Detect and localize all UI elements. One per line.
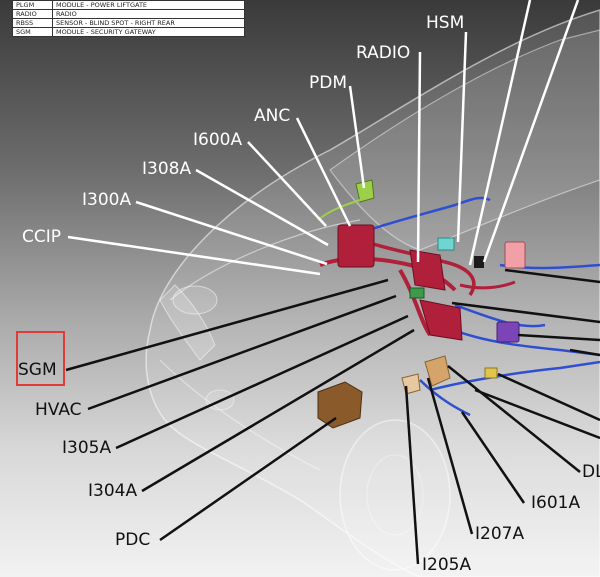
leader-i601a xyxy=(460,411,526,504)
leader-right-2 xyxy=(451,301,600,324)
leader-right-4 xyxy=(569,348,600,357)
label-dl[interactable]: DL xyxy=(582,462,600,482)
leader-lines-upper xyxy=(67,0,580,276)
car-hood-line xyxy=(169,219,361,301)
label-i304a[interactable]: I304A xyxy=(88,481,138,501)
anc-module-body xyxy=(337,224,375,268)
leader-pdc xyxy=(159,416,337,542)
leader-i304a xyxy=(141,328,415,493)
leader-i600a xyxy=(247,141,327,227)
leader-right-1 xyxy=(504,268,600,284)
legend-desc: SENSOR - BLIND SPOT - RIGHT REAR xyxy=(52,18,245,28)
label-i600a[interactable]: I600A xyxy=(193,130,243,150)
headlamp xyxy=(172,285,218,315)
front-wheel-hub xyxy=(366,454,424,536)
red-harness-down xyxy=(398,268,432,337)
legend-row: SGM MODULE - SECURITY GATEWAY xyxy=(12,27,245,37)
pdm-connector xyxy=(355,179,375,203)
label-i308a[interactable]: I308A xyxy=(142,159,192,179)
legend-code: SGM xyxy=(12,27,53,37)
center-console-module xyxy=(419,299,463,341)
legend-row: PLGM MODULE - POWER LIFTGATE xyxy=(12,0,245,10)
legend-row: RBSS SENSOR - BLIND SPOT - RIGHT REAR xyxy=(12,18,245,28)
leader-right-6 xyxy=(474,388,600,440)
label-i601a[interactable]: I601A xyxy=(531,493,581,513)
leader-i305a xyxy=(115,314,409,450)
label-pdc[interactable]: PDC xyxy=(115,530,151,550)
front-wheel xyxy=(339,419,451,571)
legend-desc: RADIO xyxy=(52,9,245,19)
right-module-pink xyxy=(504,241,526,269)
leader-lines-lower xyxy=(65,268,600,565)
red-harness-right xyxy=(459,280,516,290)
leader-i308a xyxy=(195,168,329,247)
radio-module-body xyxy=(409,249,446,291)
leader-hvac xyxy=(87,294,397,411)
legend-code: PLGM xyxy=(12,0,53,10)
label-i205a[interactable]: I205A xyxy=(422,555,472,575)
label-ccip[interactable]: CCIP xyxy=(22,227,62,247)
leader-i205a xyxy=(404,385,420,565)
label-anc[interactable]: ANC xyxy=(254,106,291,126)
leader-i207a xyxy=(426,377,474,535)
leader-top-right-2 xyxy=(482,0,580,263)
leader-dl xyxy=(447,365,581,473)
legend-code: RBSS xyxy=(12,18,53,28)
leader-anc xyxy=(295,117,352,227)
hsm-module xyxy=(437,237,455,251)
tan-bracket xyxy=(424,355,451,387)
red-harness-loop xyxy=(359,238,476,296)
legend-table: PLGM MODULE - POWER LIFTGATE RADIO RADIO… xyxy=(12,0,245,37)
legend-code: RADIO xyxy=(12,9,53,19)
legend-desc: MODULE - SECURITY GATEWAY xyxy=(52,27,245,37)
car-bumper-line xyxy=(159,359,321,471)
label-hsm[interactable]: HSM xyxy=(426,13,465,33)
leader-ccip xyxy=(67,235,321,276)
selection-highlight xyxy=(16,331,65,386)
black-connector xyxy=(474,256,484,268)
label-radio[interactable]: RADIO xyxy=(356,43,411,63)
label-pdm[interactable]: PDM xyxy=(309,73,348,93)
label-hvac[interactable]: HVAC xyxy=(35,400,82,420)
purple-module xyxy=(496,321,520,343)
leader-hsm xyxy=(456,31,468,243)
leader-pdm xyxy=(348,85,366,189)
label-sgm[interactable]: SGM xyxy=(18,360,57,380)
green-harness xyxy=(317,199,361,221)
yellow-connector xyxy=(484,367,498,379)
car-windshield xyxy=(329,29,600,251)
leader-right-3 xyxy=(517,333,600,342)
leader-top-right-1 xyxy=(468,0,532,266)
label-i300a[interactable]: I300A xyxy=(82,190,132,210)
leader-radio xyxy=(416,51,422,263)
label-i305a[interactable]: I305A xyxy=(62,438,112,458)
leader-i300a xyxy=(135,200,328,266)
legend-row: RADIO RADIO xyxy=(12,9,245,19)
pdc-fuse-box xyxy=(317,381,363,429)
legend-desc: MODULE - POWER LIFTGATE xyxy=(52,0,245,10)
blue-harness-lower xyxy=(419,379,471,417)
leader-right-5 xyxy=(497,372,600,422)
green-module xyxy=(409,287,425,299)
leader-sgm xyxy=(65,278,389,372)
label-i207a[interactable]: I207A xyxy=(475,524,525,544)
